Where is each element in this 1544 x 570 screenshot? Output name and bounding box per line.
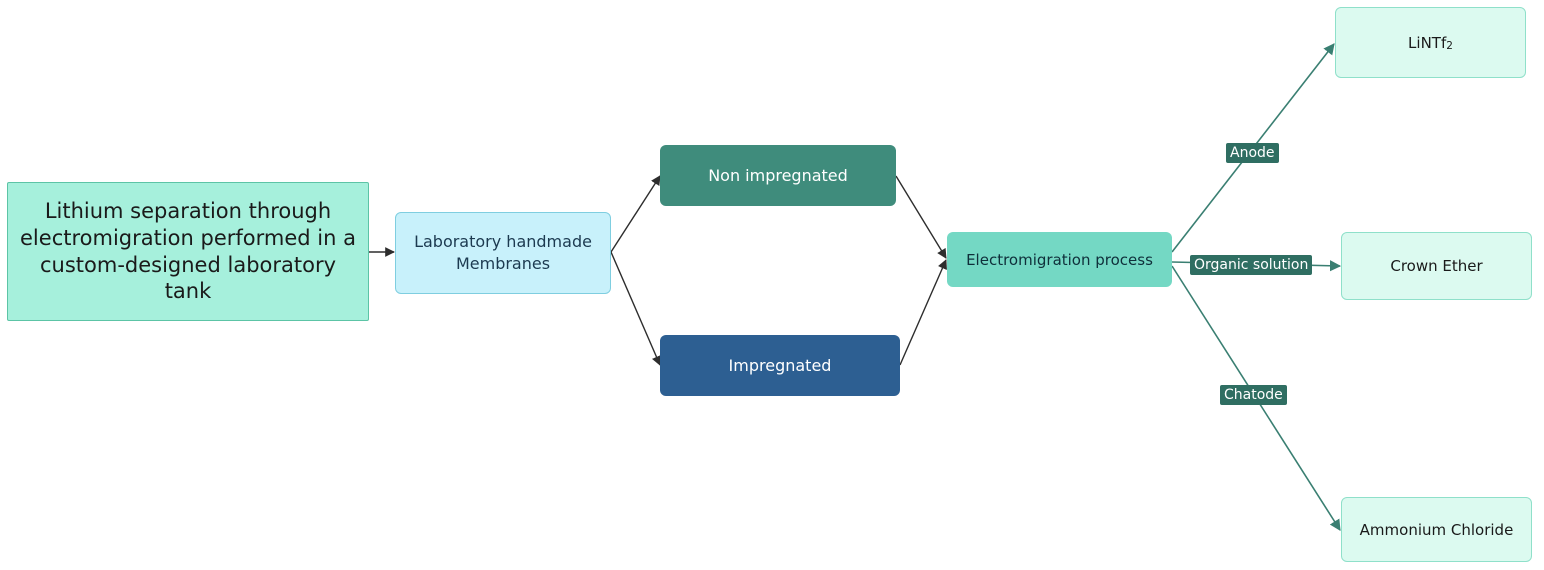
node-lintf2-base: LiNTf [1408,33,1447,52]
node-electromigration-process-label: Electromigration process [966,250,1153,269]
node-lithium-separation: Lithium separation through electromigrat… [7,182,369,321]
node-ammonium-chloride: Ammonium Chloride [1341,497,1532,562]
node-lintf2-subscript: 2 [1446,40,1453,53]
node-non-impregnated-label: Non impregnated [708,166,848,185]
edge-label-anode: Anode [1226,143,1279,163]
edge-label-chatode: Chatode [1220,385,1287,405]
node-non-impregnated: Non impregnated [660,145,896,206]
node-ammonium-chloride-label: Ammonium Chloride [1359,520,1514,539]
edge-membranes-to-imp [610,251,661,366]
edge-label-organic-solution: Organic solution [1190,255,1313,275]
edge-imp-to-elec [899,259,947,366]
node-lithium-separation-label: Lithium separation through electromigrat… [20,198,356,304]
node-laboratory-membranes-label: Laboratory handmade Membranes [414,231,592,273]
edge-non-to-elec [895,175,947,259]
node-crown-ether-label: Crown Ether [1390,257,1483,275]
node-impregnated-label: Impregnated [728,356,832,375]
node-lintf2: LiNTf2 [1335,7,1526,78]
node-laboratory-membranes: Laboratory handmade Membranes [395,212,611,294]
edge-membranes-to-non [610,175,661,253]
node-impregnated: Impregnated [660,335,900,396]
node-crown-ether: Crown Ether [1341,232,1532,300]
node-electromigration-process: Electromigration process [947,232,1172,287]
node-lintf2-label: LiNTf2 [1408,33,1453,53]
